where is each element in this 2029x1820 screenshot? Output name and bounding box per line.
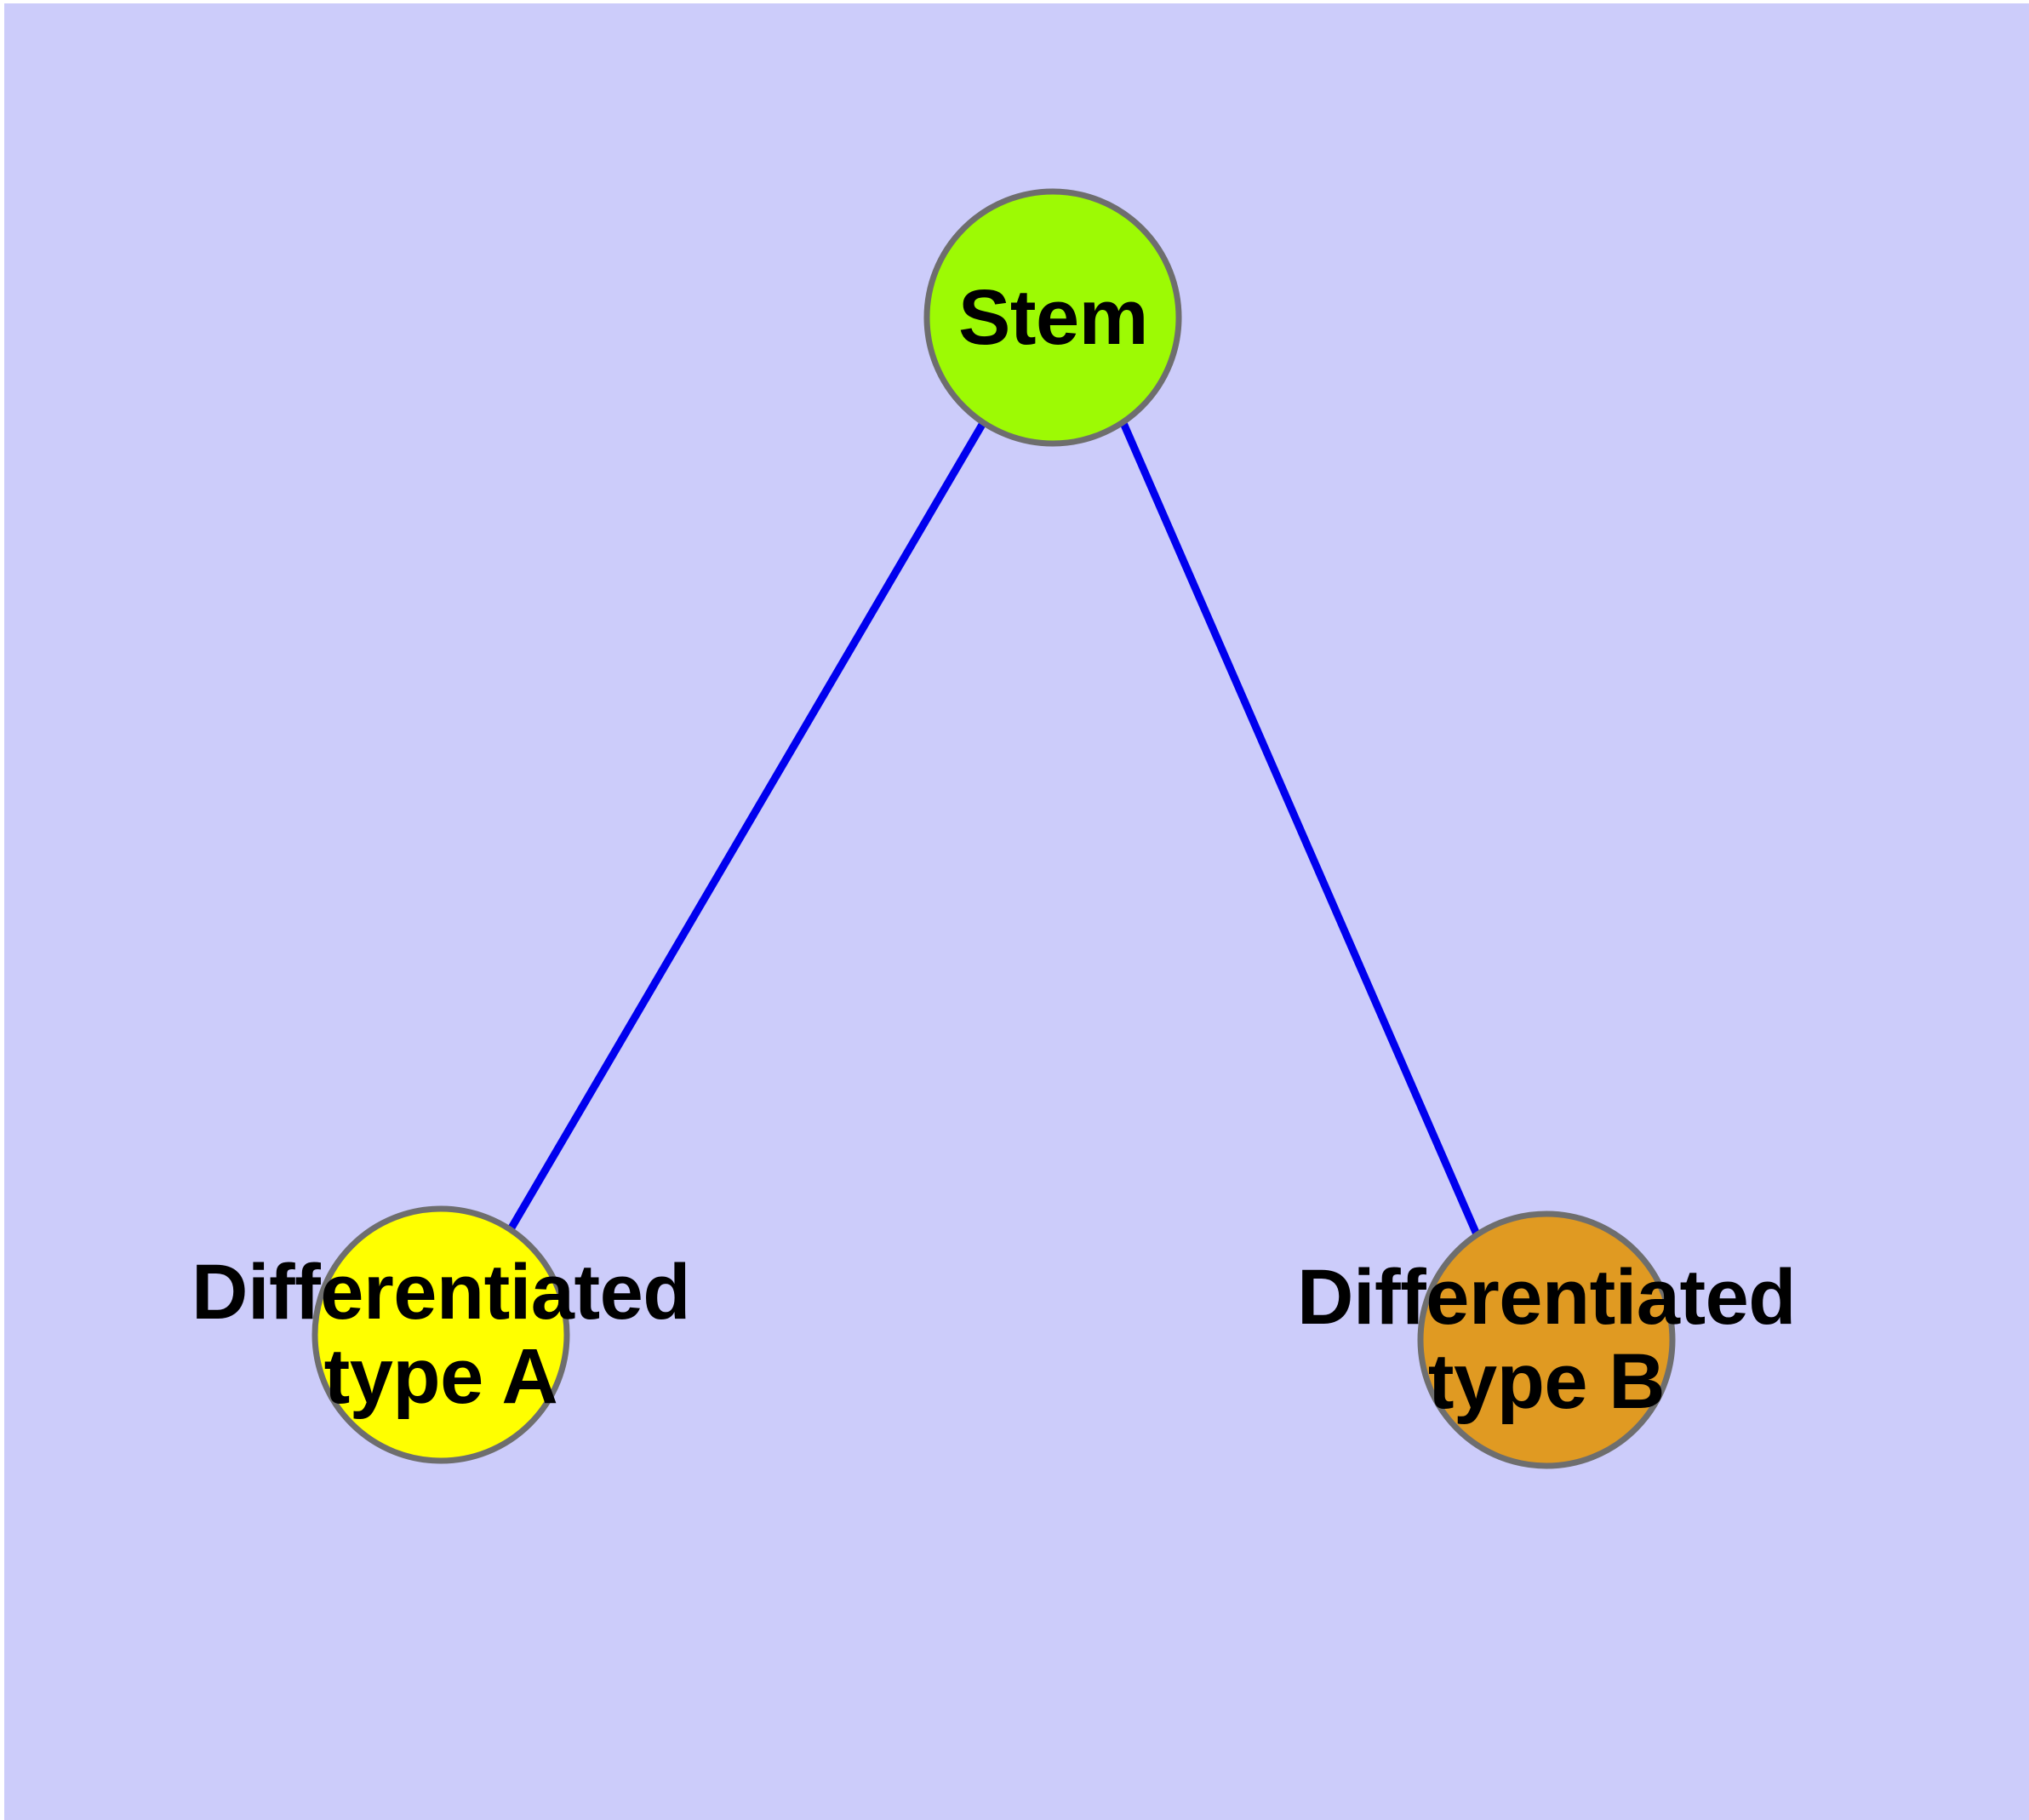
edge-stem-to-b[interactable]: [1119, 421, 1481, 1236]
node-diff-a[interactable]: [311, 1205, 570, 1464]
edge-stem-to-a[interactable]: [507, 421, 986, 1232]
node-diff-b[interactable]: [1417, 1210, 1676, 1469]
node-stem[interactable]: [923, 188, 1182, 447]
node-layer: [311, 188, 1676, 1469]
edge-layer: [507, 421, 1481, 1236]
